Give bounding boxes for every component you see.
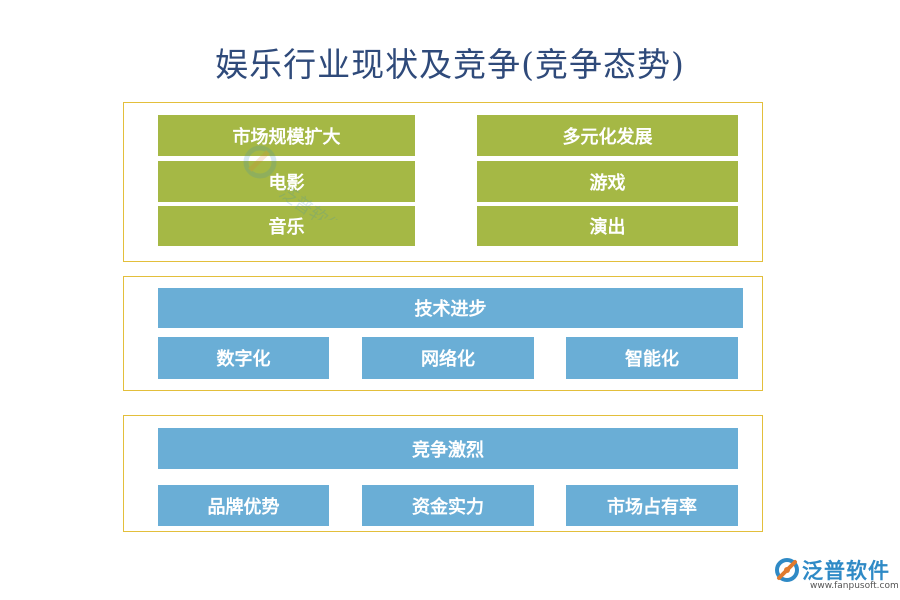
- tech-progress-header: 技术进步: [158, 288, 743, 328]
- logo-url: www.fanpusoft.com: [810, 581, 899, 591]
- networking-box: 网络化: [362, 337, 534, 379]
- brand-logo: 泛普软件 www.fanpusoft.com: [772, 555, 899, 595]
- film-box: 电影: [158, 161, 415, 202]
- market-scale-header: 市场规模扩大: [158, 115, 415, 156]
- capital-strength-box: 资金实力: [362, 485, 534, 526]
- logo-name: 泛普软件: [802, 559, 890, 583]
- competition-header: 竞争激烈: [158, 428, 738, 469]
- performance-box: 演出: [477, 206, 738, 246]
- page-title: 娱乐行业现状及竞争(竞争态势): [215, 45, 685, 84]
- game-box: 游戏: [477, 161, 738, 202]
- brand-advantage-box: 品牌优势: [158, 485, 329, 526]
- market-share-box: 市场占有率: [566, 485, 738, 526]
- fanpu-logo-icon: [775, 558, 799, 582]
- intelligence-box: 智能化: [566, 337, 738, 379]
- diversification-header: 多元化发展: [477, 115, 738, 156]
- music-box: 音乐: [158, 206, 415, 246]
- digitalization-box: 数字化: [158, 337, 329, 379]
